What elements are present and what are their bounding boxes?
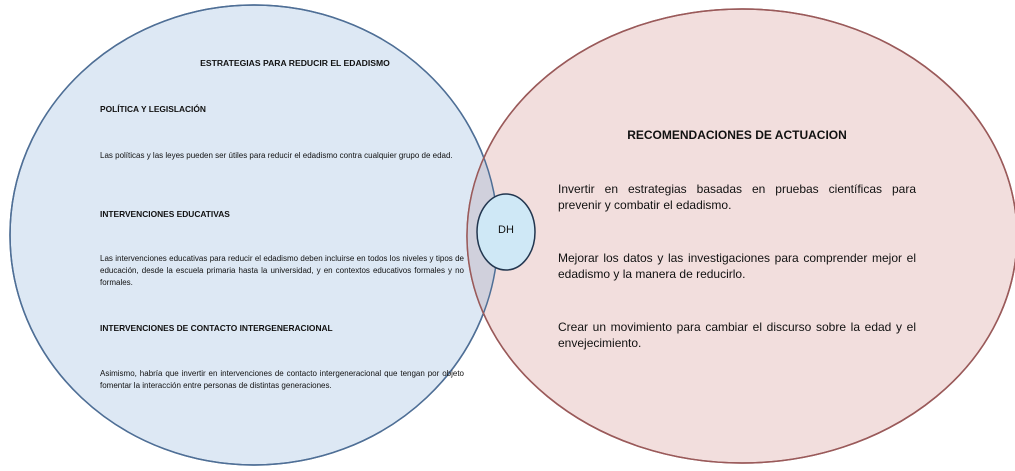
section-heading-intergenerational: INTERVENCIONES DE CONTACTO INTERGENERACI… — [100, 323, 333, 333]
section-body-education: Las intervenciones educativas para reduc… — [100, 254, 464, 287]
recommendation-item: Crear un movimiento para cambiar el disc… — [558, 320, 916, 350]
center-label: DH — [498, 224, 514, 236]
right-circle — [466, 8, 1015, 464]
left-circle — [9, 4, 499, 466]
right-title: RECOMENDACIONES DE ACTUACION — [627, 128, 847, 142]
section-body-policy: Las políticas y las leyes pueden ser úti… — [100, 151, 453, 160]
section-heading-policy: POLÍTICA Y LEGISLACIÓN — [100, 104, 206, 114]
recommendation-item: Invertir en estrategias basadas en prueb… — [558, 182, 916, 212]
right-circle-outline — [466, 8, 1015, 464]
left-title: ESTRATEGIAS PARA REDUCIR EL EDADISMO — [200, 58, 390, 68]
section-heading-education: INTERVENCIONES EDUCATIVAS — [100, 209, 230, 219]
section-body-intergenerational: Asimismo, habría que invertir en interve… — [100, 369, 464, 390]
recommendation-item: Mejorar los datos y las investigaciones … — [558, 251, 916, 281]
center-circle — [476, 193, 536, 271]
